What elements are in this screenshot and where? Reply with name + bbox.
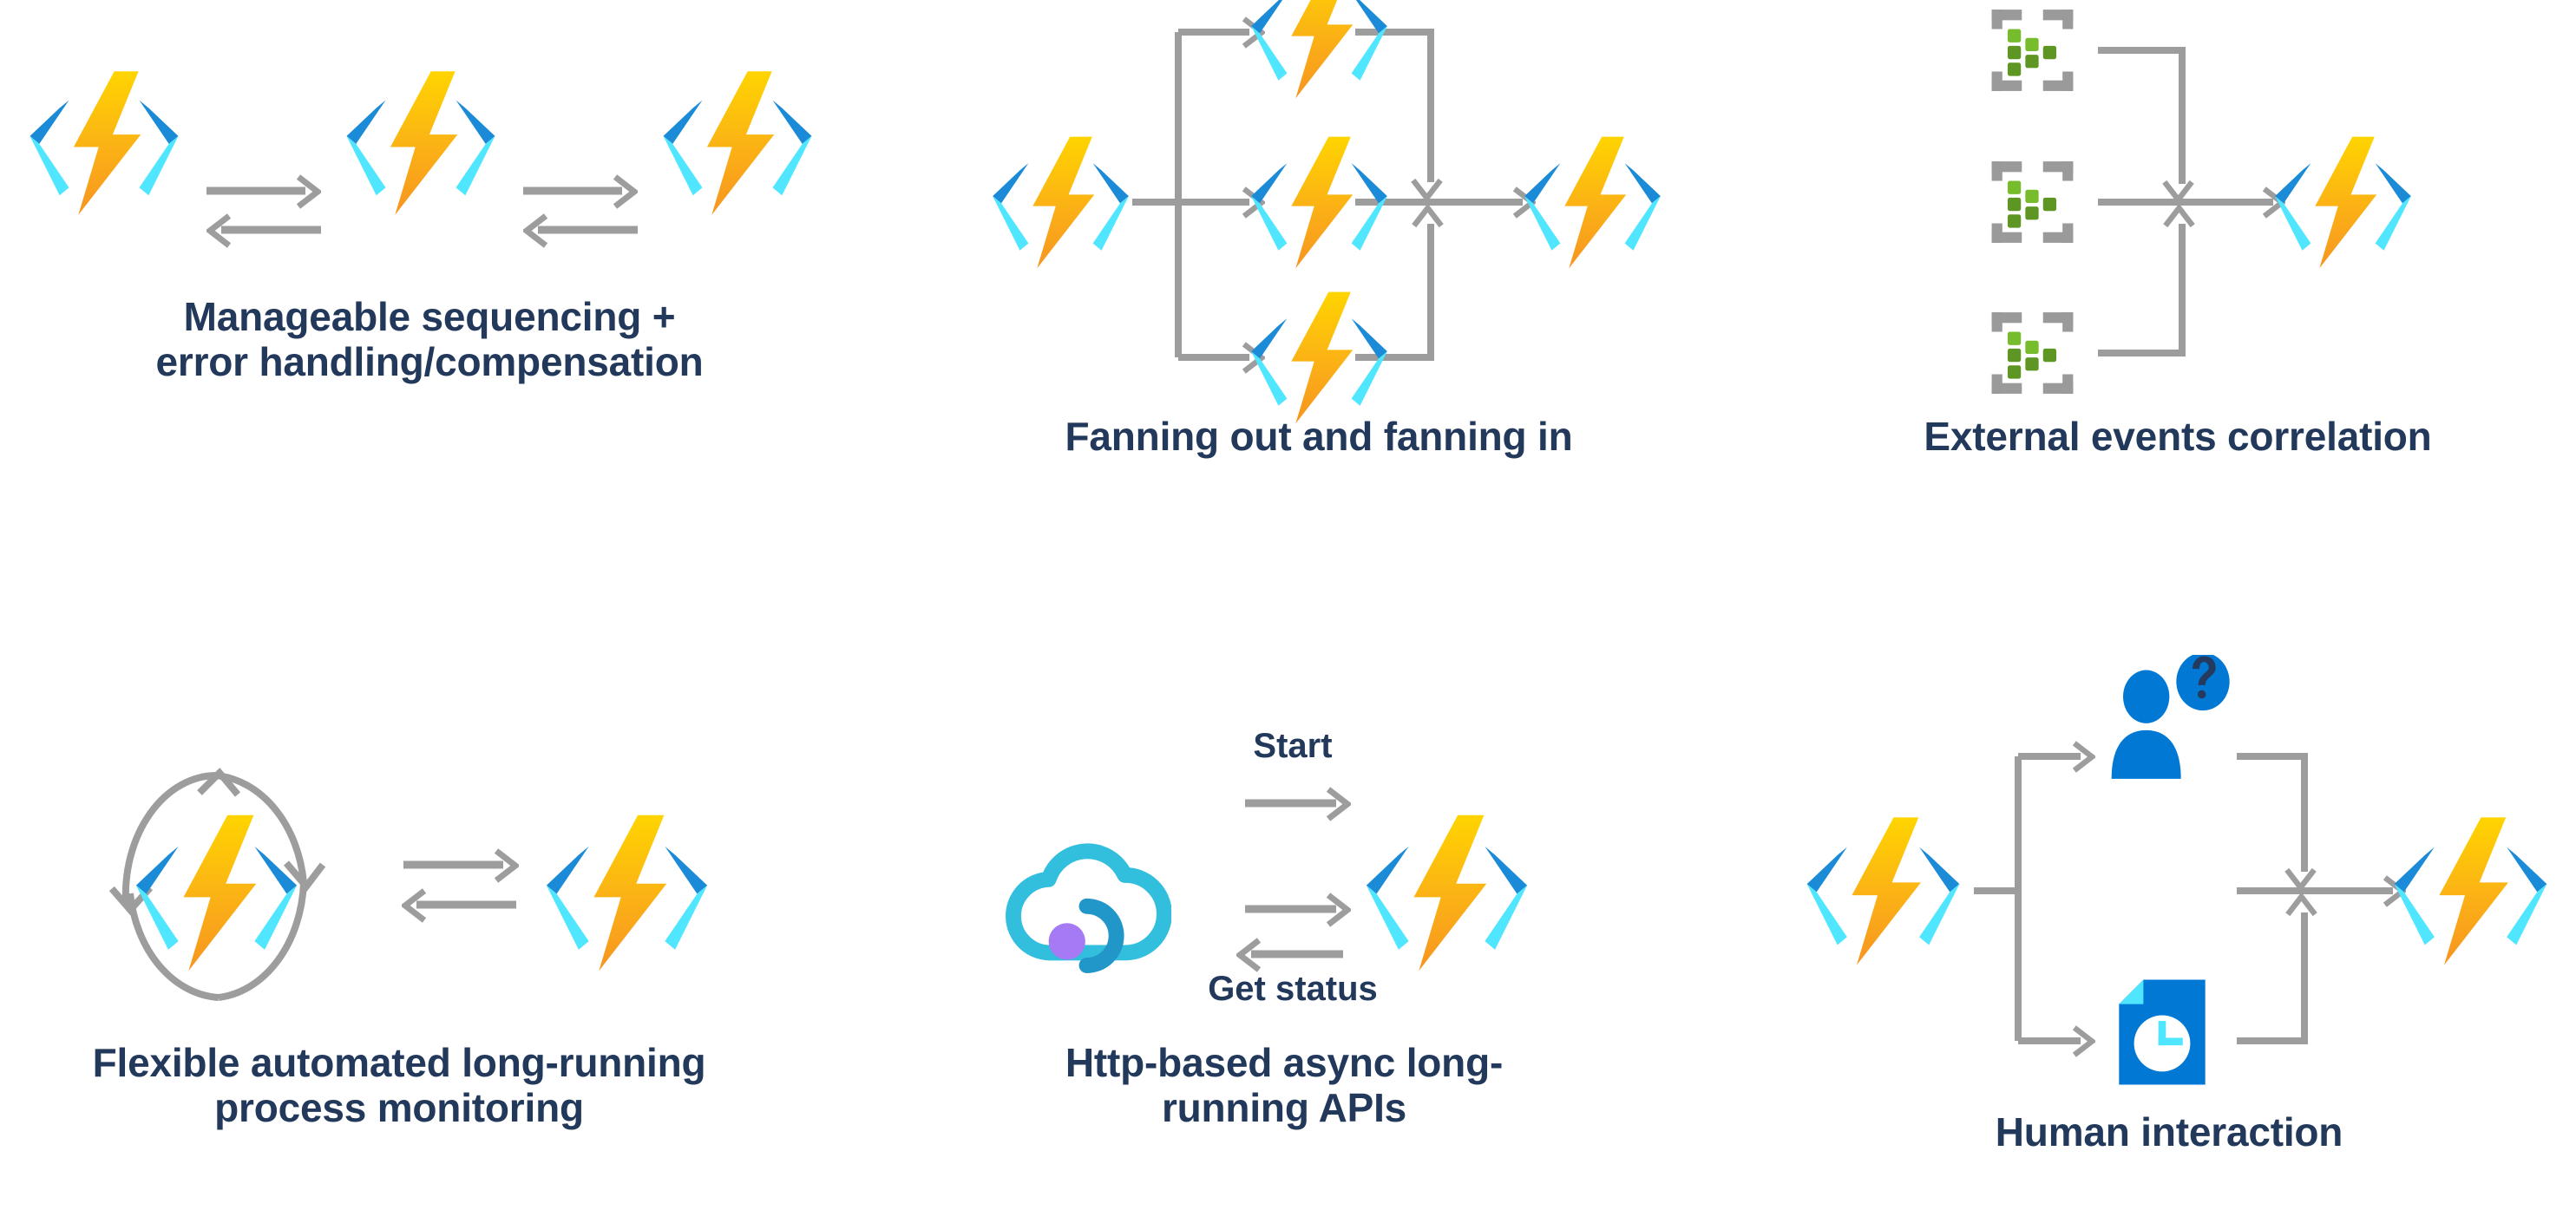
event-grid-icon (1991, 10, 2074, 91)
start-label: Start (1253, 727, 1333, 765)
panel-manageable-sequencing: Manageable sequencing + error handling/c… (0, 17, 859, 416)
start-arrow (1245, 789, 1347, 819)
figure-external-events-correlation (1787, 0, 2568, 399)
circular-loop-arrows (108, 768, 326, 1001)
azure-function-icon (1524, 136, 1661, 269)
panel-caption: Manageable sequencing + error handling/c… (155, 294, 704, 384)
figure-flexible-process-monitoring (0, 685, 798, 1024)
azure-function-icon (993, 136, 1129, 269)
azure-function-icon (2394, 817, 2547, 965)
panel-http-async-apis: Start Get status Http-based async long- … (850, 685, 1718, 1171)
figure-fanning-out-fanning-in (885, 0, 1753, 424)
azure-function-icon (2275, 136, 2411, 269)
event-grid-icon (1991, 161, 2074, 243)
panel-human-interaction: Human interaction (1761, 642, 2576, 1180)
azure-function-icon (663, 71, 812, 215)
panel-caption: Http-based async long- running APIs (1065, 1040, 1504, 1130)
event-grid-icon (1991, 312, 2074, 394)
azure-function-icon (346, 71, 495, 215)
timer-document-icon (2119, 979, 2206, 1085)
panel-fanning-out-fanning-in: Fanning out and fanning in (885, 0, 1753, 486)
azure-function-icon (1251, 0, 1387, 99)
branch-out-bus (1974, 743, 2092, 1055)
bidirectional-arrow-pair (206, 177, 321, 245)
fan-in-bus (2098, 47, 2282, 356)
azure-function-icon (29, 71, 179, 215)
get-status-label: Get status (1208, 970, 1378, 1008)
azure-function-icon (135, 814, 298, 971)
azure-function-icon (546, 814, 708, 971)
figure-human-interaction (1761, 642, 2576, 1093)
panel-caption: Flexible automated long-running process … (92, 1040, 706, 1130)
cloud-client-icon (1013, 851, 1164, 965)
figure-http-async-apis: Start Get status (850, 685, 1718, 1024)
panel-caption: External events correlation (1924, 414, 2432, 459)
fan-out-bus (1132, 19, 1262, 371)
panel-caption: Human interaction (1995, 1109, 2343, 1154)
branch-in-bus (2237, 753, 2402, 1044)
panel-caption: Fanning out and fanning in (1065, 414, 1573, 459)
azure-function-icon (1366, 814, 1528, 971)
panel-external-events-correlation: External events correlation (1787, 0, 2568, 486)
bidirectional-arrow-pair (403, 851, 516, 920)
bidirectional-arrow-pair (523, 177, 638, 245)
bidirectional-arrow-pair (1240, 895, 1347, 970)
panel-flexible-process-monitoring: Flexible automated long-running process … (0, 685, 798, 1171)
figure-manageable-sequencing (0, 17, 859, 278)
person-question-icon (2111, 655, 2230, 779)
azure-function-icon (1806, 817, 1960, 965)
